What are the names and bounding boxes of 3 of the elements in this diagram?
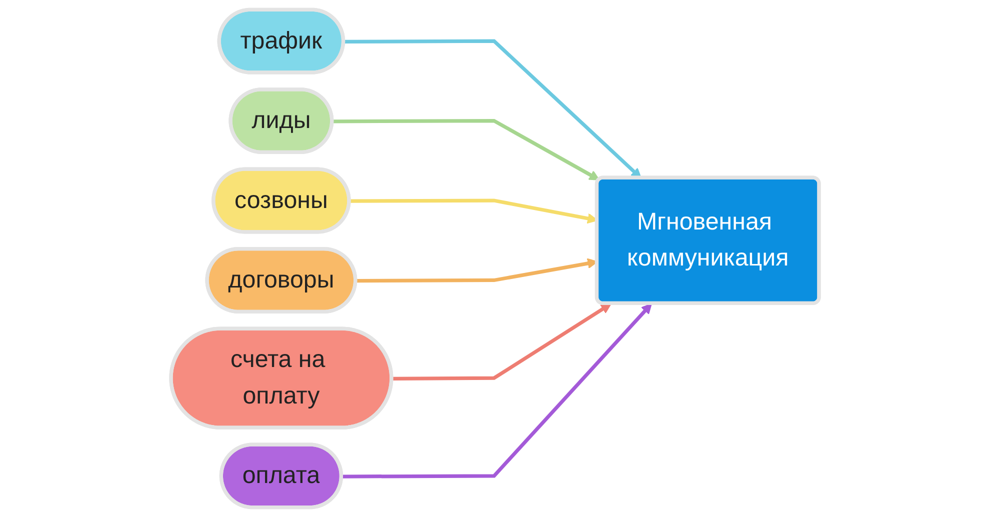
arrow: [392, 303, 612, 380]
arrow: [332, 118, 600, 180]
arrow: [342, 303, 652, 478]
